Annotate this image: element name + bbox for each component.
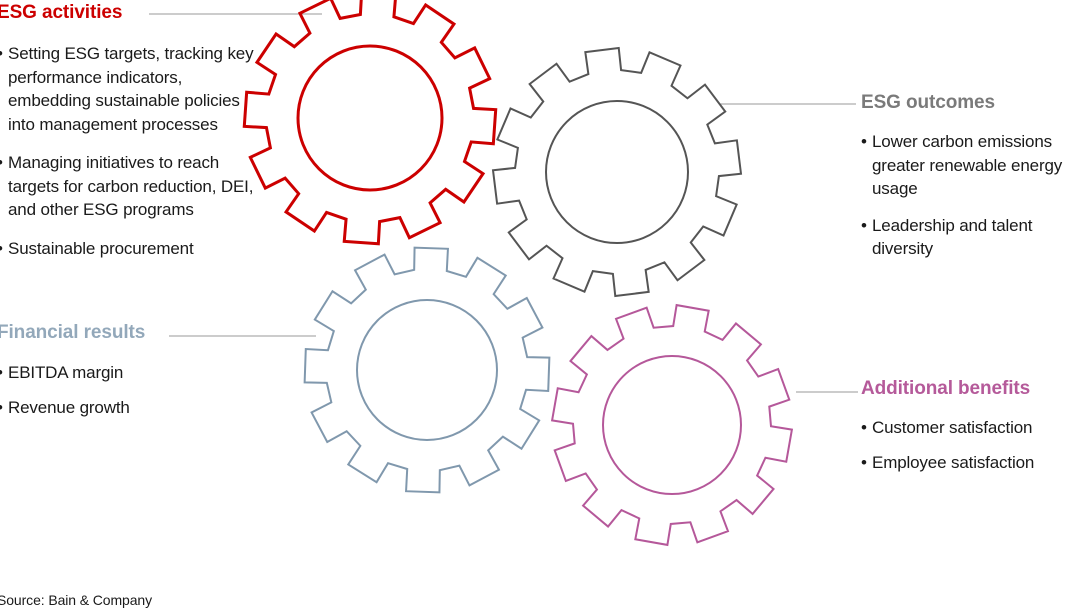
bullet-item: • EBITDA margin	[0, 361, 247, 385]
bullet-text: EBITDA margin	[8, 363, 124, 382]
bullet-list-esg-outcomes: •Lower carbon emissions greater renewabl…	[861, 130, 1080, 261]
bullet-item: •Sustainable procurement	[0, 237, 267, 261]
bullet-dot-icon: •	[861, 215, 867, 235]
heading-esg-outcomes: ESG outcomes	[861, 92, 995, 113]
bullet-dot-icon: •	[861, 452, 867, 472]
bullet-dot-icon: •	[0, 361, 3, 385]
bullet-dot-icon: •	[0, 42, 3, 66]
red-gear	[242, 0, 498, 246]
bullet-dot-icon: •	[861, 132, 867, 151]
block-esg-activities: ESG activities •Setting ESG targets, tra…	[0, 2, 267, 275]
bullet-item: •Setting ESG targets, tracking key perfo…	[0, 42, 267, 136]
block-financial-results: Financial results • EBITDA margin •Revenue…	[0, 322, 247, 430]
bullet-dot-icon: •	[0, 396, 3, 420]
bullet-dot-icon: •	[861, 418, 867, 437]
red-gear-hub-circle	[296, 44, 444, 192]
bullet-item: • Lower carbon emissions greater renewabl…	[861, 130, 1080, 201]
bullet-list-financial-results: • EBITDA margin •Revenue growth	[0, 361, 247, 419]
block-additional-benefits: Additional benefits • Customer satisfacti…	[861, 378, 1080, 485]
gray-gear	[491, 46, 743, 298]
blue-gray-gear-outline	[303, 246, 551, 494]
bullet-item: •Leadership and talent diversity	[861, 214, 1080, 261]
blue-gray-gear	[303, 246, 551, 494]
block-esg-outcomes: ESG outcomes •Lower carbon emissions gre…	[861, 92, 1080, 274]
mauve-gear-hub-circle	[602, 355, 742, 495]
heading-financial-results: Financial results	[0, 322, 146, 343]
heading-esg-activities: ESG activities	[0, 2, 123, 23]
mauve-gear-outline	[550, 303, 794, 547]
source-note: Source: Bain & Company	[0, 592, 152, 608]
red-gear-outline	[242, 0, 498, 246]
bullet-text: Setting ESG targets, tracking key perfor…	[8, 44, 254, 134]
gray-gear-outline	[491, 46, 743, 298]
bullet-dot-icon: •	[0, 151, 3, 175]
bullet-item: • Customer satisfaction	[861, 416, 1080, 440]
connector-lines	[149, 13, 858, 393]
bullet-dot-icon: •	[0, 237, 3, 261]
gears-group	[242, 0, 794, 547]
heading-additional-benefits: Additional benefits	[861, 378, 1031, 399]
bullet-text: Lower carbon emissions greater renewable…	[872, 132, 1063, 198]
blue-gray-gear-hub-circle	[356, 299, 498, 441]
bullet-text: Managing initiatives to reach targets fo…	[8, 153, 254, 219]
bullet-item: •Revenue growth	[0, 396, 247, 420]
mauve-gear	[550, 303, 794, 547]
bullet-text: Sustainable procurement	[8, 238, 194, 258]
gray-gear-hub-circle	[545, 100, 689, 244]
bullet-item: •Managing initiatives to reach targets f…	[0, 151, 267, 222]
bullet-list-additional-benefits: •Customer satisfaction•Employee satisfac…	[861, 416, 1080, 474]
bullet-text: Revenue growth	[8, 397, 130, 417]
bullet-text: Customer satisfaction	[872, 418, 1033, 437]
bullet-text: Leadership and talent diversity	[872, 215, 1033, 259]
bullet-list-esg-activities: •Setting ESG targets, tracking key perfo…	[0, 42, 267, 260]
bullet-text: Employee satisfaction	[872, 452, 1035, 472]
bullet-item: •Employee satisfaction	[861, 451, 1080, 475]
